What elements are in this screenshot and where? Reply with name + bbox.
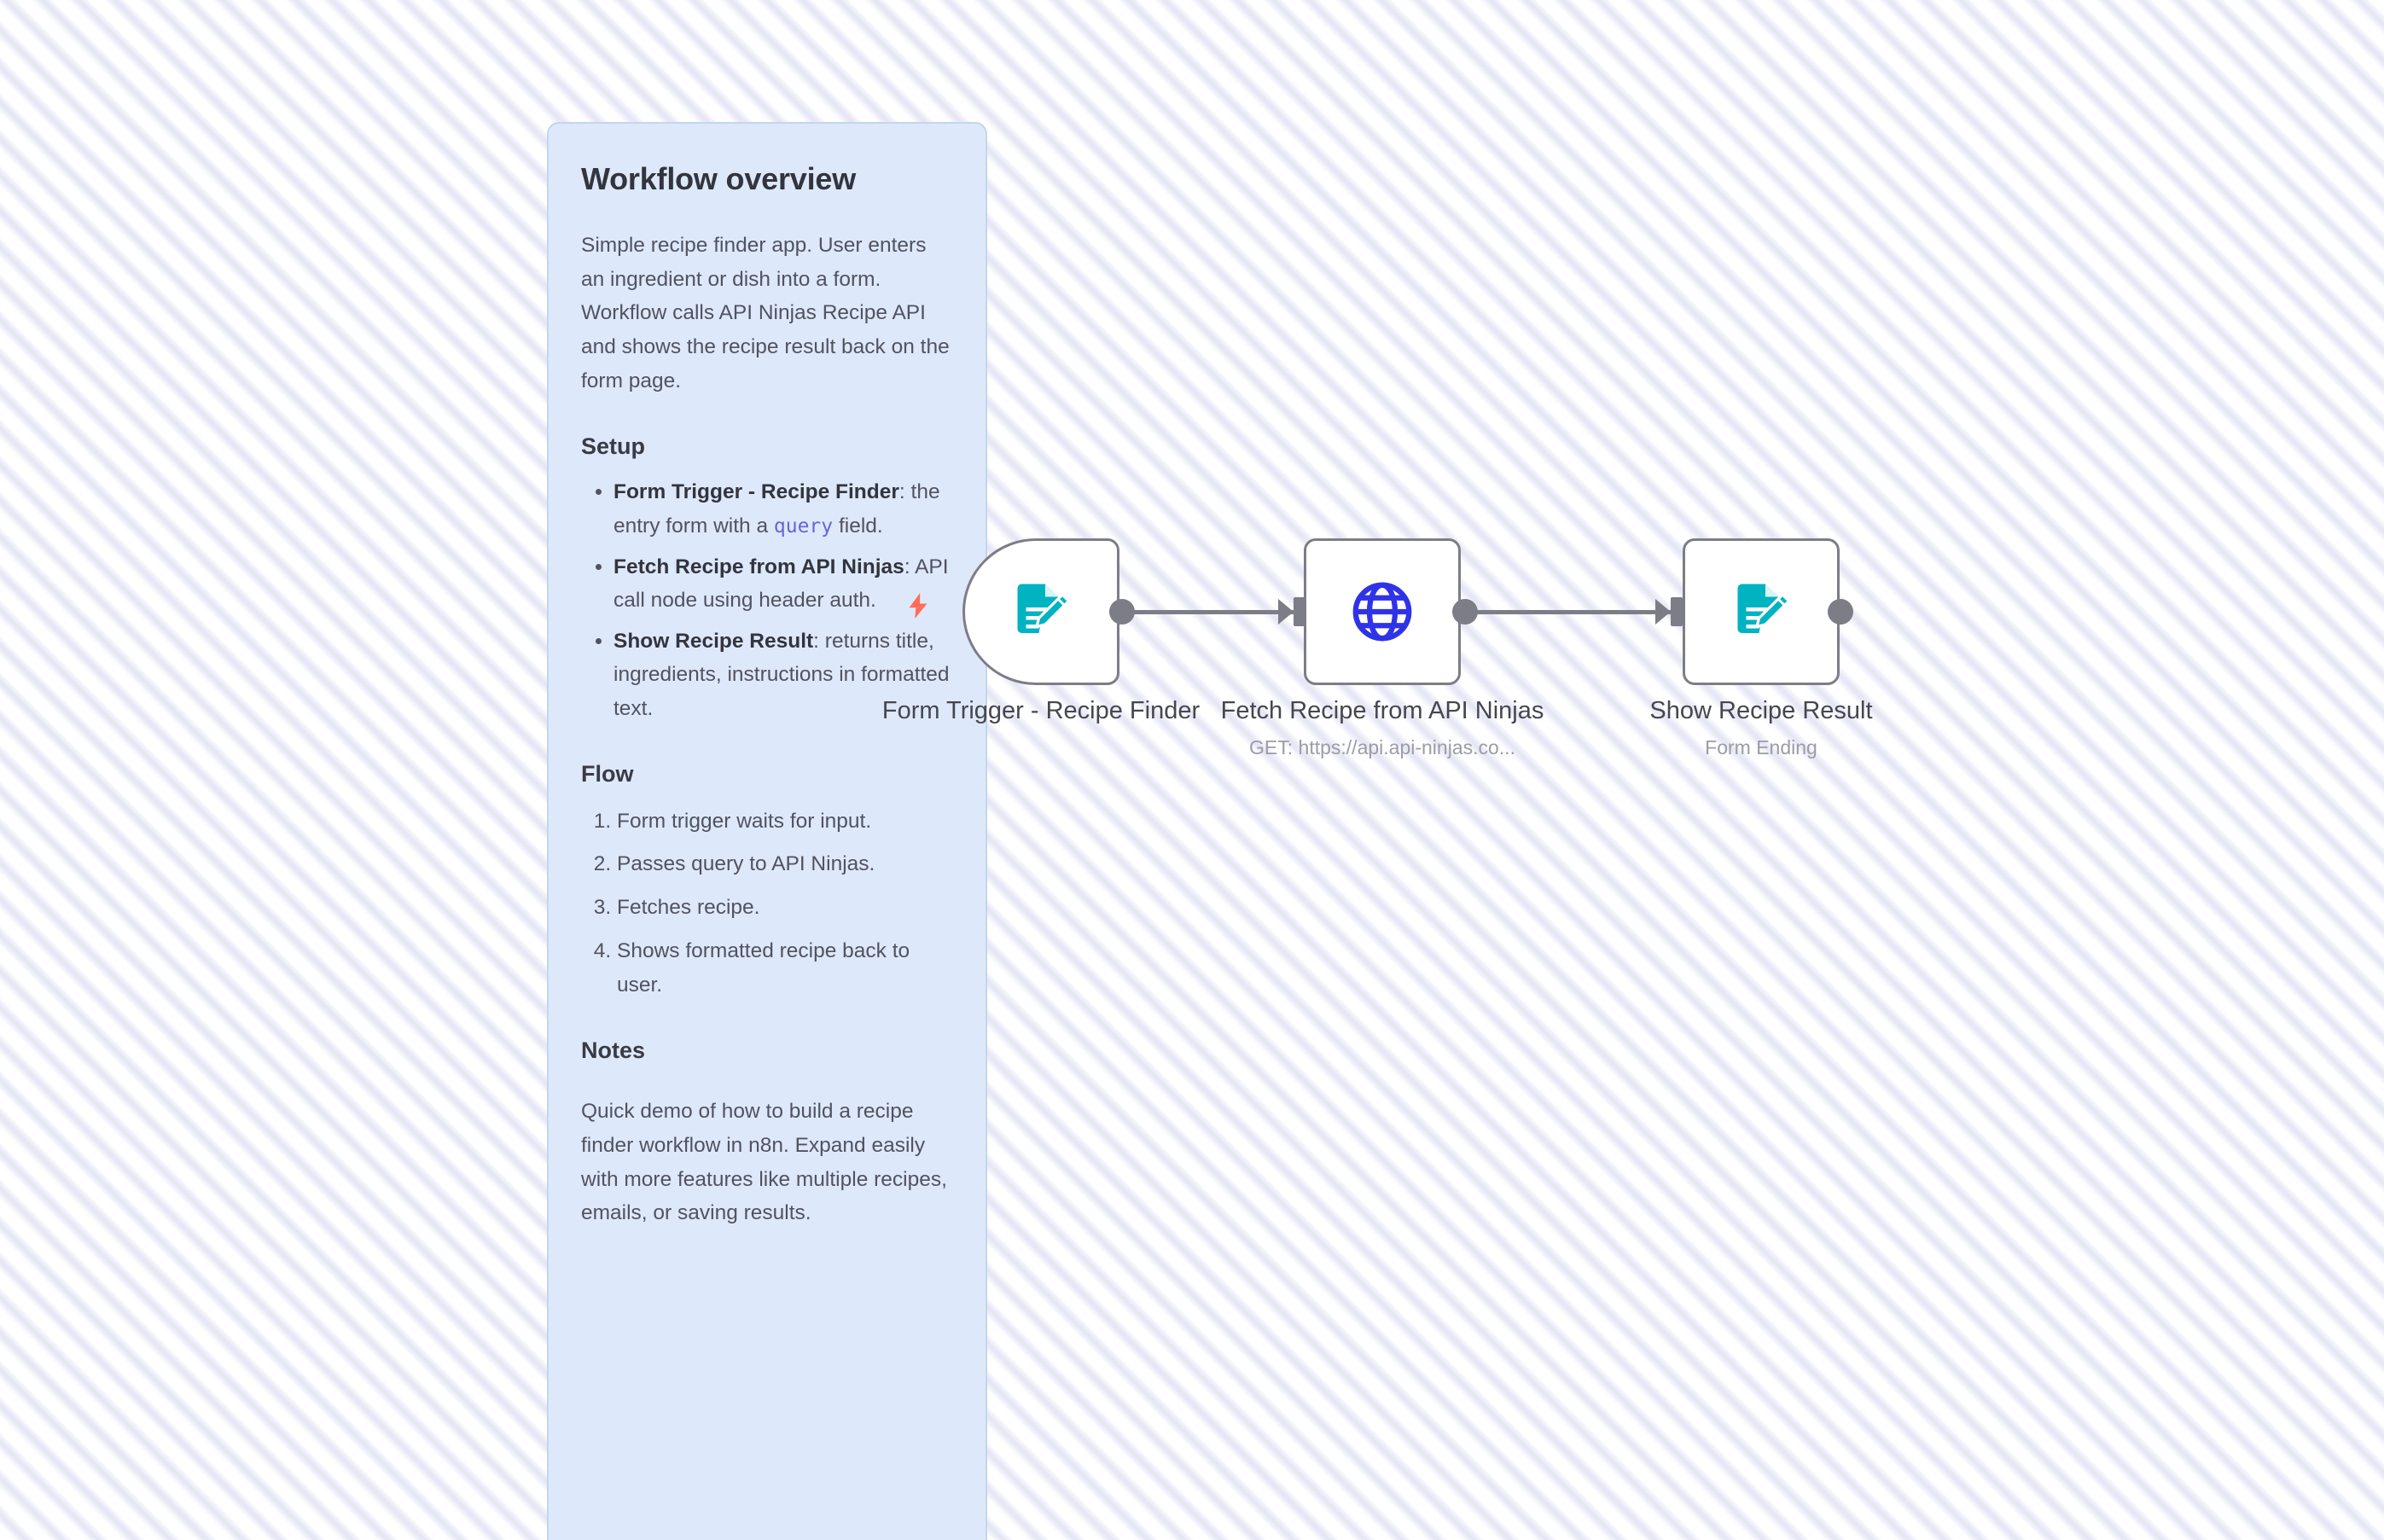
- setup-item-text: returns title, ingredients, instructions…: [613, 630, 950, 720]
- flow-list-item: Shows formatted recipe back to user.: [617, 934, 953, 1002]
- setup-item-text-tail: field.: [833, 514, 883, 538]
- setup-item-separator: :: [898, 480, 911, 504]
- form-document-pencil-icon: [1737, 584, 1791, 633]
- globe-icon: [1352, 582, 1412, 642]
- flow-list-item: Fetches recipe.: [617, 891, 953, 925]
- setup-item-separator: :: [813, 630, 825, 654]
- node-subtitle-fetch-recipe: GET: https://api.api-ninjas.co...: [1249, 736, 1515, 759]
- connection-line-http-to-result[interactable]: [1469, 610, 1684, 614]
- input-connector-fetch-recipe[interactable]: [1294, 597, 1305, 626]
- setup-item-name: Show Recipe Result: [613, 630, 814, 654]
- node-caption-show-recipe-result: Show Recipe Result Form Ending: [1608, 695, 1915, 759]
- sticky-note-notes-paragraph: Quick demo of how to build a recipe find…: [581, 1100, 947, 1225]
- sticky-note-notes-heading: Notes: [581, 1037, 646, 1064]
- setup-list-item: Form Trigger - Recipe Finder: the entry …: [613, 475, 953, 542]
- sticky-note-flow-heading: Flow: [581, 760, 634, 787]
- setup-list-item: Show Recipe Result: returns title, ingre…: [613, 625, 953, 725]
- connection-arrow-into-http: [1278, 599, 1294, 625]
- node-caption-form-trigger: Form Trigger - Recipe Finder: [870, 695, 1212, 727]
- setup-item-separator: :: [904, 555, 916, 578]
- output-connector-form-trigger[interactable]: [1109, 599, 1135, 625]
- sticky-note-title: Workflow overview: [581, 161, 857, 196]
- node-fetch-recipe[interactable]: [1304, 538, 1461, 685]
- sticky-note-flow-list: Form trigger waits for input. Passes que…: [581, 805, 953, 1002]
- setup-item-text: the entry form with a: [613, 480, 940, 538]
- setup-item-code: query: [773, 514, 834, 538]
- flow-list-item: Passes query to API Ninjas.: [617, 847, 953, 881]
- node-title-show-recipe-result: Show Recipe Result: [1649, 697, 1873, 724]
- sticky-note-intro-paragraph: Simple recipe finder app. User enters an…: [581, 234, 950, 392]
- sticky-note-setup-list: Form Trigger - Recipe Finder: the entry …: [581, 475, 953, 724]
- node-subtitle-show-recipe-result: Form Ending: [1705, 736, 1817, 759]
- connection-line-trigger-to-http[interactable]: [1126, 610, 1307, 614]
- output-connector-fetch-recipe[interactable]: [1452, 599, 1478, 625]
- lightning-bolt-icon: [909, 593, 927, 619]
- node-show-recipe-result[interactable]: [1683, 538, 1840, 685]
- flow-list-item: Form trigger waits for input.: [617, 805, 953, 839]
- connection-arrow-into-result: [1655, 599, 1671, 625]
- setup-item-name: Fetch Recipe from API Ninjas: [613, 555, 904, 578]
- node-title-fetch-recipe: Fetch Recipe from API Ninjas: [1220, 697, 1544, 724]
- output-connector-show-result[interactable]: [1828, 599, 1853, 625]
- input-connector-show-result[interactable]: [1671, 597, 1683, 626]
- form-document-pencil-icon: [1017, 584, 1071, 633]
- node-title-form-trigger: Form Trigger - Recipe Finder: [881, 697, 1201, 724]
- node-form-trigger[interactable]: [962, 538, 1119, 685]
- setup-item-name: Form Trigger - Recipe Finder: [613, 480, 899, 504]
- node-caption-fetch-recipe: Fetch Recipe from API Ninjas GET: https:…: [1220, 695, 1544, 759]
- sticky-note-setup-heading: Setup: [581, 433, 646, 460]
- setup-item-text: API call node using header auth.: [613, 555, 949, 612]
- sticky-note-workflow-overview[interactable]: Workflow overview Simple recipe finder a…: [547, 122, 987, 1540]
- setup-list-item: Fetch Recipe from API Ninjas: API call n…: [613, 550, 953, 617]
